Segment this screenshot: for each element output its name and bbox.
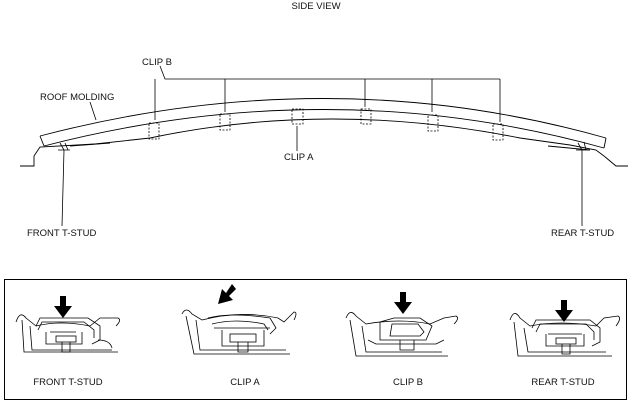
label-clip-a: CLIP A bbox=[284, 152, 314, 163]
clip-a-marker bbox=[291, 108, 304, 125]
clip-b-2 bbox=[219, 113, 231, 131]
label-rear-t-stud: REAR T-STUD bbox=[551, 228, 615, 239]
rear-t-stud bbox=[576, 141, 590, 226]
arrow-down-icon bbox=[555, 300, 573, 322]
arrow-down-icon bbox=[394, 292, 412, 314]
clip-b-leader bbox=[159, 65, 500, 80]
clip-b-5 bbox=[492, 123, 504, 141]
detail-rear-t-stud bbox=[509, 313, 620, 357]
caption-clip-b: CLIP B bbox=[393, 377, 423, 388]
roof-molding-leader bbox=[89, 101, 97, 121]
label-clip-b: CLIP B bbox=[142, 57, 172, 68]
arrow-down-icon bbox=[54, 296, 72, 318]
caption-clip-a: CLIP A bbox=[230, 377, 260, 388]
detail-clip-a bbox=[181, 309, 297, 355]
caption-front-t-stud: FRONT T-STUD bbox=[33, 377, 103, 388]
clip-b-1 bbox=[148, 122, 160, 140]
roof-molding-outline bbox=[39, 98, 607, 139]
clip-b-3 bbox=[360, 108, 372, 125]
detail-front-t-stud bbox=[15, 314, 120, 353]
label-front-t-stud: FRONT T-STUD bbox=[27, 228, 97, 239]
detail-panel bbox=[4, 279, 627, 400]
arrow-diagonal-icon bbox=[218, 284, 236, 304]
roof-panel bbox=[33, 118, 605, 157]
caption-rear-t-stud: REAR T-STUD bbox=[531, 377, 595, 388]
side-view-title: SIDE VIEW bbox=[291, 1, 341, 12]
detail-clip-b bbox=[345, 312, 458, 357]
clip-b-4 bbox=[427, 114, 439, 132]
front-t-stud bbox=[58, 142, 70, 227]
label-roof-molding: ROOF MOLDING bbox=[40, 92, 115, 103]
